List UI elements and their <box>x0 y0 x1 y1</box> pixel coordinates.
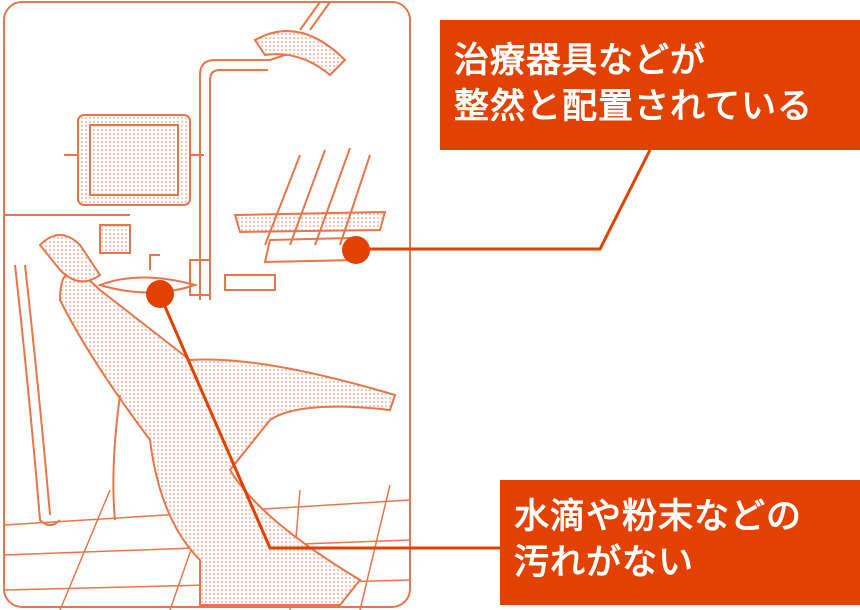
callout-1-leader <box>360 149 652 251</box>
illustration-frame <box>3 1 411 608</box>
dental-lamp <box>253 30 347 77</box>
callout-text-line: 治療器具などが <box>454 41 707 81</box>
callout-1-marker <box>342 236 370 264</box>
callout-text-line: 整然と配置されている <box>454 87 813 127</box>
instrument-tray <box>233 210 387 234</box>
callout-text-line: 汚れがない <box>514 543 695 583</box>
callout-2-marker <box>146 280 174 308</box>
callout-cleanliness: 水滴や粉末などの 汚れがない <box>500 480 860 605</box>
callout-text-line: 水滴や粉末などの <box>514 497 803 537</box>
dental-chair <box>58 271 397 606</box>
callout-2-leader <box>158 294 500 550</box>
callout-instruments: 治療器具などが 整然と配置されている <box>440 20 860 150</box>
